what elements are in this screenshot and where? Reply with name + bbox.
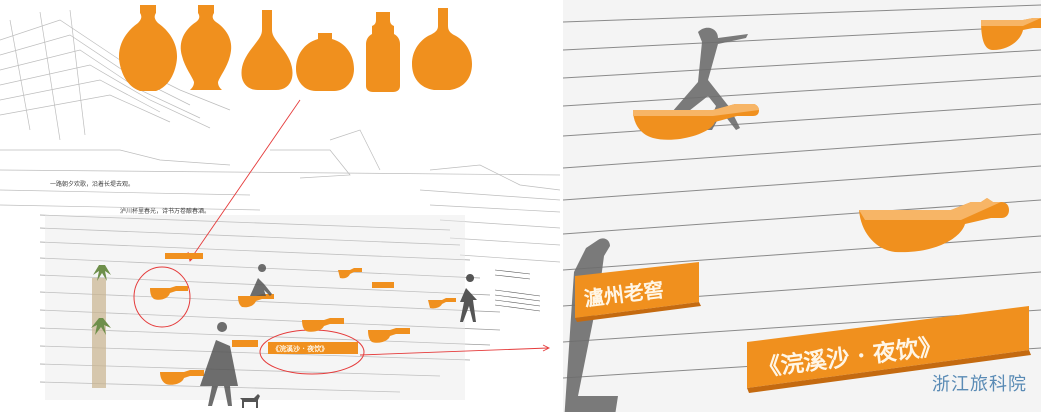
shadow-figures bbox=[564, 27, 748, 412]
small-sign-side bbox=[372, 282, 394, 288]
scoop-detail-group bbox=[633, 18, 1041, 253]
sign-top: 瀘州老窖 bbox=[575, 262, 701, 322]
left-render-panel: 一路朝夕欢歌，沿着长堤去观。 泸川杯里春光，诗书万卷酿春酒。 《浣溪沙 · 夜饮… bbox=[0, 5, 560, 408]
watermark-text: 浙江旅科院 bbox=[932, 374, 1027, 395]
hatched-wall bbox=[494, 269, 541, 312]
wine-scoop-3 bbox=[338, 268, 362, 279]
vase-silhouette-3 bbox=[241, 10, 293, 90]
vase-group bbox=[118, 5, 472, 92]
wine-scoop-5 bbox=[302, 318, 344, 332]
small-sign-main-text: 《浣溪沙 · 夜饮》 bbox=[272, 344, 328, 353]
wine-scoop-2 bbox=[238, 294, 274, 308]
person-silhouette-sitting bbox=[250, 264, 272, 296]
vase-silhouette-1 bbox=[118, 5, 178, 91]
highlight-circle-scoop bbox=[133, 266, 191, 328]
person-silhouette-shadow-sitting bbox=[672, 27, 748, 131]
wine-scoop-7 bbox=[160, 370, 204, 385]
person-silhouette-woman bbox=[200, 322, 238, 406]
sign-main: 《浣溪沙 · 夜饮》 bbox=[747, 306, 1031, 393]
note-text-2: 泸川杯里春光，诗书万卷酿春酒。 bbox=[120, 207, 210, 215]
wine-scoop-large-2 bbox=[859, 198, 1009, 253]
person-silhouette-shadow-standing bbox=[564, 238, 618, 412]
wine-scoop-4 bbox=[428, 298, 456, 309]
person-silhouette-walking bbox=[460, 274, 477, 322]
note-text-1: 一路朝夕欢歌，沿着长堤去观。 bbox=[50, 180, 134, 188]
people-group bbox=[200, 264, 477, 408]
right-scene-svg: 瀘州老窖 《浣溪沙 · 夜饮》 bbox=[563, 4, 1041, 412]
vase-silhouette-5 bbox=[366, 12, 400, 92]
vase-silhouette-2 bbox=[180, 5, 232, 90]
stair-shadow-wash bbox=[45, 215, 465, 400]
right-detail-panel: 瀘州老窖 《浣溪沙 · 夜饮》 bbox=[563, 0, 1041, 412]
small-sign-left bbox=[232, 340, 258, 347]
dog-silhouette bbox=[240, 394, 260, 408]
wine-scoop-6 bbox=[368, 328, 410, 343]
wine-scoop-1 bbox=[150, 286, 188, 300]
small-sign-main bbox=[268, 342, 358, 354]
plant-decoration bbox=[91, 265, 111, 388]
wine-scoop-large-1 bbox=[633, 104, 759, 140]
scoop-group bbox=[150, 268, 456, 385]
background-building-sketch bbox=[0, 9, 560, 263]
vase-silhouette-6 bbox=[412, 8, 472, 90]
vase-silhouette-4 bbox=[296, 33, 354, 91]
panel-divider bbox=[560, 0, 563, 412]
left-scene-svg: 一路朝夕欢歌，沿着长堤去观。 泸川杯里春光，诗书万卷酿春酒。 《浣溪沙 · 夜饮… bbox=[0, 5, 560, 408]
wine-scoop-large-3 bbox=[981, 18, 1041, 50]
small-sign-top bbox=[165, 253, 203, 259]
